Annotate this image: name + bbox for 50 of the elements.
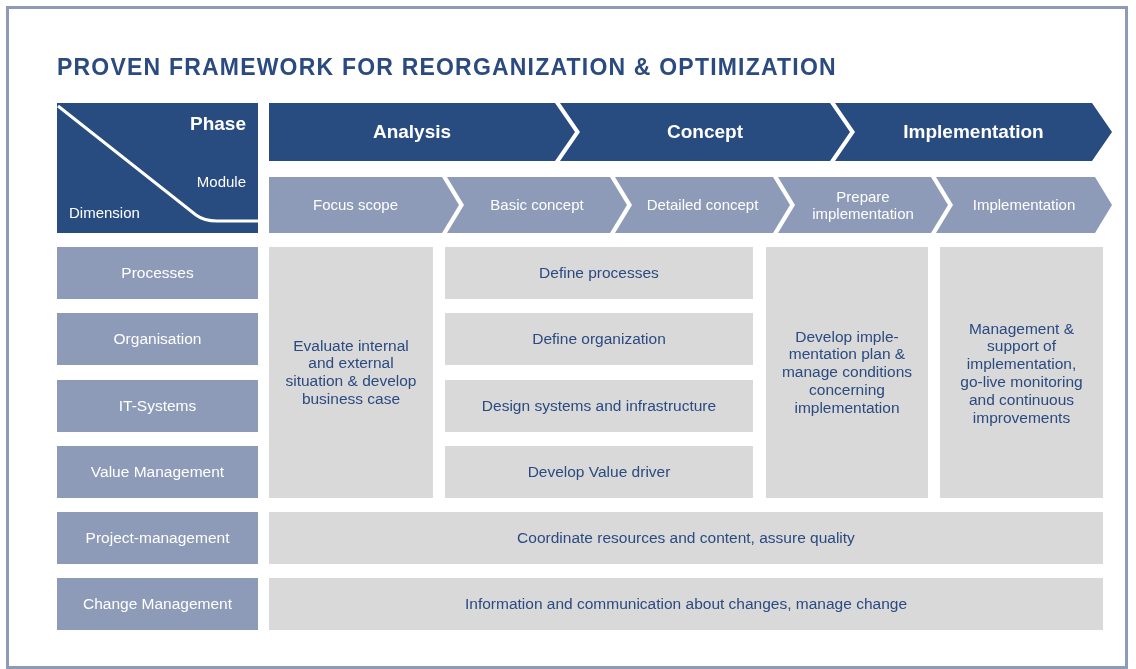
module-label: Prepare implementation	[811, 187, 915, 223]
activity-box	[940, 247, 1103, 498]
dimension-bar	[57, 380, 258, 432]
activity-box	[269, 247, 433, 498]
diagram-title: PROVEN FRAMEWORK FOR REORGANIZATION & OPTIMIZATION	[57, 54, 837, 81]
activity-box	[445, 380, 753, 432]
dimension-bar	[57, 446, 258, 498]
phase-label: Analysis	[371, 121, 453, 143]
activity-text: Management & support of implementation, go-live monitoring and continuous improvements	[959, 319, 1084, 426]
dimension-label: Project-management	[84, 529, 231, 547]
phase-header-band	[560, 103, 850, 161]
module-label: Detailed concept	[645, 196, 760, 214]
dimension-bar	[57, 313, 258, 365]
module-label: Focus scope	[311, 196, 399, 214]
activity-text: Coordinate resources and content, assure quality	[516, 529, 856, 547]
module-header-band	[269, 177, 459, 233]
dimension-label: IT-Systems	[117, 397, 198, 415]
activity-box	[766, 247, 928, 498]
corner-phase-label: Phase	[190, 113, 246, 135]
module-header-band	[615, 177, 790, 233]
dimension-bar	[57, 247, 258, 299]
corner-module-label: Module	[196, 173, 246, 190]
dimension-bar	[57, 578, 258, 630]
dimension-label: Value Management	[89, 463, 226, 481]
module-header-band	[936, 177, 1112, 233]
dimension-label: Processes	[120, 264, 195, 282]
activity-box	[445, 446, 753, 498]
activity-text: Define organization	[531, 330, 667, 348]
activity-box	[445, 313, 753, 365]
corner-dimension-label: Dimension	[69, 204, 140, 221]
activity-text: Evaluate internal and external situation & develop business case	[284, 336, 418, 409]
activity-text: Develop Value driver	[526, 463, 672, 481]
phase-label: Implementation	[902, 121, 1045, 143]
phase-header-band	[835, 103, 1112, 161]
phase-label: Concept	[666, 121, 744, 143]
module-label: Implementation	[971, 196, 1077, 214]
activity-box	[445, 247, 753, 299]
activity-box	[269, 512, 1103, 564]
activity-text: Develop imple-mentation plan & manage conditions concerning implementation	[780, 327, 914, 418]
activity-text: Information and communication about changes, manage change	[463, 595, 908, 613]
activity-text: Define processes	[538, 264, 660, 282]
dimension-label: Organisation	[112, 330, 203, 348]
dimension-bar	[57, 512, 258, 564]
module-header-band	[778, 177, 948, 233]
module-label: Basic concept	[489, 196, 585, 214]
activity-text: Design systems and infrastructure	[480, 397, 718, 415]
module-header-band	[447, 177, 627, 233]
activity-box	[269, 578, 1103, 630]
phase-header-band	[269, 103, 575, 161]
dimension-label: Change Management	[81, 595, 234, 613]
